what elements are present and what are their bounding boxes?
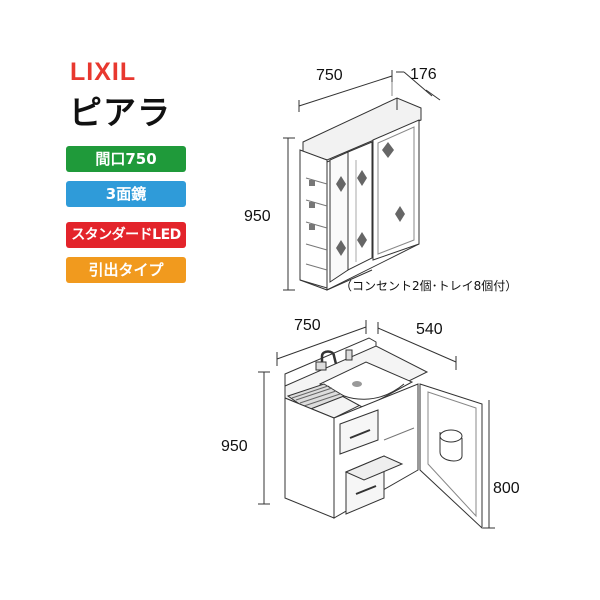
lixil-logo: LIXIL: [70, 58, 137, 86]
mirror-depth-dim: 176: [410, 66, 437, 83]
vanity-width-dim: 750: [294, 317, 321, 334]
badge-lighting: スタンダードLED: [66, 222, 186, 248]
badge-mirror-type: 3面鏡: [66, 181, 186, 207]
mirror-width-dim: 750: [316, 67, 343, 84]
vanity-height-dim: 950: [221, 438, 248, 455]
mirror-height-dim: 950: [244, 208, 271, 225]
vanity-depth-dim: 540: [416, 321, 443, 338]
vanity-drawing: [258, 320, 495, 530]
badge-storage-type: 引出タイプ: [66, 257, 186, 283]
vanity-counter-height-dim: 800: [493, 480, 520, 497]
mirror-note: （コンセント2個･トレイ8個付）: [340, 279, 517, 293]
product-name: ピアラ: [69, 93, 171, 132]
badge-width: 間口750: [66, 146, 186, 172]
mirror-cabinet-drawing: [283, 70, 441, 291]
